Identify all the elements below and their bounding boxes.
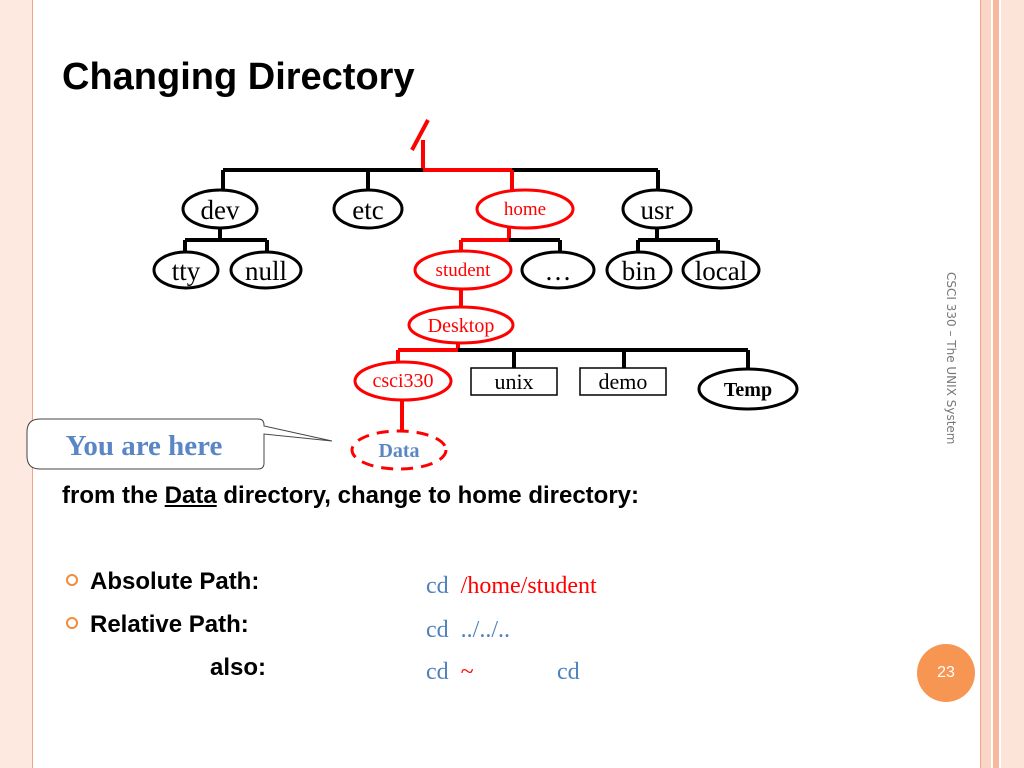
node-bin-label: bin [622,256,657,286]
right-stripe [1001,0,1024,768]
right-stripe [993,0,999,768]
callout-bubble [26,418,333,470]
bullet-relative: Relative Path: [66,611,249,639]
node-home-label: home [504,199,546,220]
node-etc: etc [332,188,404,230]
node-usr-label: usr [641,195,674,225]
node-demo: demo [579,367,667,396]
bullet-icon [66,616,78,629]
task-suffix: directory, change to home directory: [216,482,640,509]
node-home: home [475,188,575,230]
node-local-label: local [695,256,747,286]
node-dev-label: dev [201,195,240,225]
cmd-also-plain: cd [557,659,580,686]
task-emph: Data [164,482,217,509]
node-demo-label: demo [599,369,648,394]
side-caption: CSCI 330 – The UNIX System [944,272,958,445]
node-etc-label: etc [352,195,383,225]
cmd-arg: /home/student [460,573,597,599]
node-null: null [229,250,303,290]
node-desktop-label: Desktop [428,315,495,337]
bullet-icon [66,573,78,586]
node-local: local [681,250,761,290]
node-student: student [413,249,513,291]
node-ellipsis-label: … [545,256,572,286]
node-csci330: csci330 [353,360,453,402]
node-temp-label: Temp [724,379,772,401]
page-number-badge: 23 [917,644,975,702]
cmd-keyword: cd [426,573,449,599]
bullet-absolute-label: Absolute Path: [90,568,260,595]
cmd-relative: cd ../../.. [426,617,510,644]
cmd-arg: ~ [460,659,474,685]
task-prefix: from the [62,482,165,509]
bullet-relative-label: Relative Path: [90,611,249,638]
cmd-absolute: cd /home/student [426,573,597,600]
node-tty: tty [152,250,220,290]
root-slash [410,119,430,151]
callout-text: You are here [65,430,223,462]
node-desktop: Desktop [407,305,515,345]
node-temp: Temp [697,367,799,411]
cmd-keyword: cd [426,617,449,643]
cmd-keyword: cd [426,659,449,685]
slide-title: Changing Directory [62,56,415,98]
cmd-also-tilde: cd ~ [426,659,474,686]
node-bin: bin [605,250,673,290]
node-dev: dev [181,188,259,230]
right-stripe [981,0,991,768]
node-student-label: student [436,260,492,281]
also-label: also: [210,654,267,681]
node-unix-label: unix [494,369,533,394]
task-instruction: from the Data directory, change to home … [62,482,639,510]
cmd-keyword: cd [557,659,580,685]
node-csci330-label: csci330 [372,370,433,392]
node-unix: unix [470,367,558,396]
node-ellipsis: … [520,250,596,290]
node-tty-label: tty [172,256,201,286]
node-data-label: Data [378,440,419,462]
node-usr: usr [621,188,693,230]
cmd-arg: ../../.. [460,617,510,643]
node-data: Data [350,429,448,471]
left-stripe [0,0,32,768]
bullet-absolute: Absolute Path: [66,568,259,596]
node-null-label: null [245,256,287,286]
